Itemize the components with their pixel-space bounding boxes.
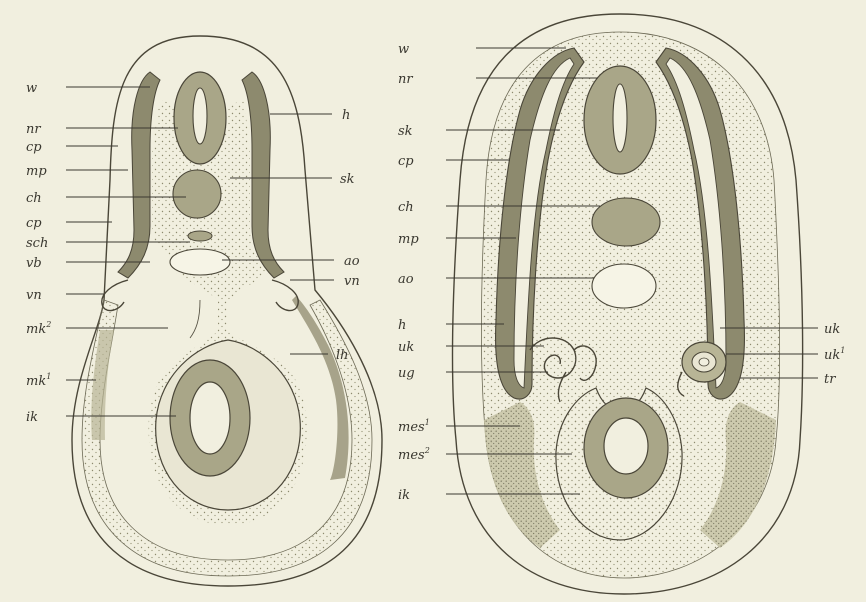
label-uk-2: uk bbox=[398, 340, 414, 355]
right-neural-canal bbox=[613, 84, 627, 152]
label-ao-2: ao bbox=[398, 272, 414, 287]
left-vn-fold-right bbox=[272, 280, 298, 311]
label-sch: sch bbox=[26, 236, 48, 251]
right-intestine-lumen bbox=[604, 418, 648, 474]
label-mk2: mk2 bbox=[26, 320, 51, 337]
right-notochord bbox=[592, 198, 660, 246]
label-uk-right: uk bbox=[824, 322, 840, 337]
label-cp: cp bbox=[26, 140, 42, 155]
label-nr-2: nr bbox=[398, 72, 413, 87]
left-embryo-section bbox=[72, 36, 382, 586]
label-tr: tr bbox=[824, 372, 836, 387]
label-vn-right: vn bbox=[344, 274, 360, 289]
right-aorta bbox=[592, 264, 656, 308]
label-ik: ik bbox=[26, 410, 38, 425]
label-sk: sk bbox=[340, 172, 355, 187]
label-mp-2: mp bbox=[398, 232, 419, 247]
label-ch: ch bbox=[26, 191, 42, 206]
label-ik-2: ik bbox=[398, 488, 410, 503]
label-mk1: mk1 bbox=[26, 372, 51, 389]
label-ch-2: ch bbox=[398, 200, 414, 215]
label-h: h bbox=[342, 108, 350, 123]
left-notochord bbox=[173, 170, 221, 218]
label-ug: ug bbox=[398, 366, 415, 381]
label-lh: lh bbox=[336, 348, 349, 363]
label-w: w bbox=[26, 81, 37, 96]
label-vb: vb bbox=[26, 256, 42, 271]
label-cp-lower: cp bbox=[26, 216, 42, 231]
label-sk-2: sk bbox=[398, 124, 413, 139]
label-mes1: mes1 bbox=[398, 418, 430, 435]
left-aorta bbox=[170, 249, 230, 275]
label-mes2: mes2 bbox=[398, 446, 430, 463]
label-w-2: w bbox=[398, 42, 409, 57]
label-cp-2: cp bbox=[398, 154, 414, 169]
label-uk1-right: uk1 bbox=[824, 346, 845, 363]
label-h-2: h bbox=[398, 318, 406, 333]
left-intestine-lumen bbox=[190, 382, 230, 454]
label-nr: nr bbox=[26, 122, 41, 137]
label-vn: vn bbox=[26, 288, 42, 303]
label-ao: ao bbox=[344, 254, 360, 269]
label-mp: mp bbox=[26, 164, 47, 179]
left-subchordal bbox=[188, 231, 212, 241]
left-neural-canal bbox=[193, 88, 207, 144]
right-embryo-section bbox=[453, 14, 803, 594]
